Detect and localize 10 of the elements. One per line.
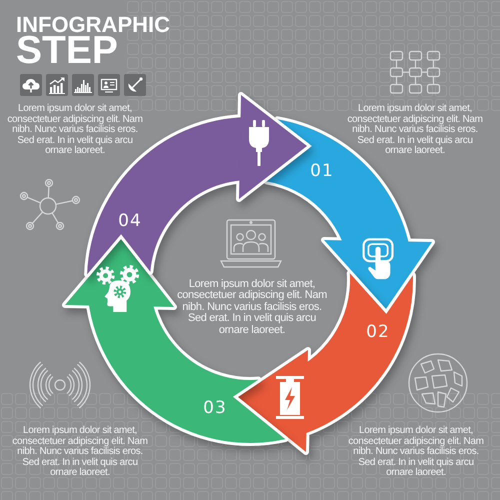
description-text: Lorem ipsum dolor sit amet, consectetuer adipiscing elit. Nam nibh. Nunc varius facilisis eros. Sed erat. In in velit quis arcu ornare laoreet. xyxy=(6,104,144,157)
description-text: Lorem ipsum dolor sit amet, consectetuer adipiscing elit. Nam nibh. Nunc varius facilisis eros. Sed erat. In in velit quis arcu ornare laoreet. xyxy=(176,279,328,336)
step-number: 02 xyxy=(366,322,390,342)
step-number: 03 xyxy=(203,398,227,418)
description-text: Lorem ipsum dolor sit amet, consectetuer adipiscing elit. Nam nibh. Nunc varius facilisis eros. Sed erat. In in velit quis arcu ornare laoreet. xyxy=(11,426,149,479)
description-text: Lorem ipsum dolor sit amet, consectetuer adipiscing elit. Nam nibh. Nunc varius facilisis eros. Sed erat. In in velit quis arcu ornare laoreet. xyxy=(346,104,484,157)
step-number: 01 xyxy=(310,161,334,181)
description-text: Lorem ipsum dolor sit amet, consectetuer adipiscing elit. Nam nibh. Nunc varius facilisis eros. Sed erat. In in velit quis arcu ornare laoreet. xyxy=(347,426,485,479)
step-number: 04 xyxy=(118,211,142,231)
title: INFOGRAPHIC STEP xyxy=(16,11,171,66)
